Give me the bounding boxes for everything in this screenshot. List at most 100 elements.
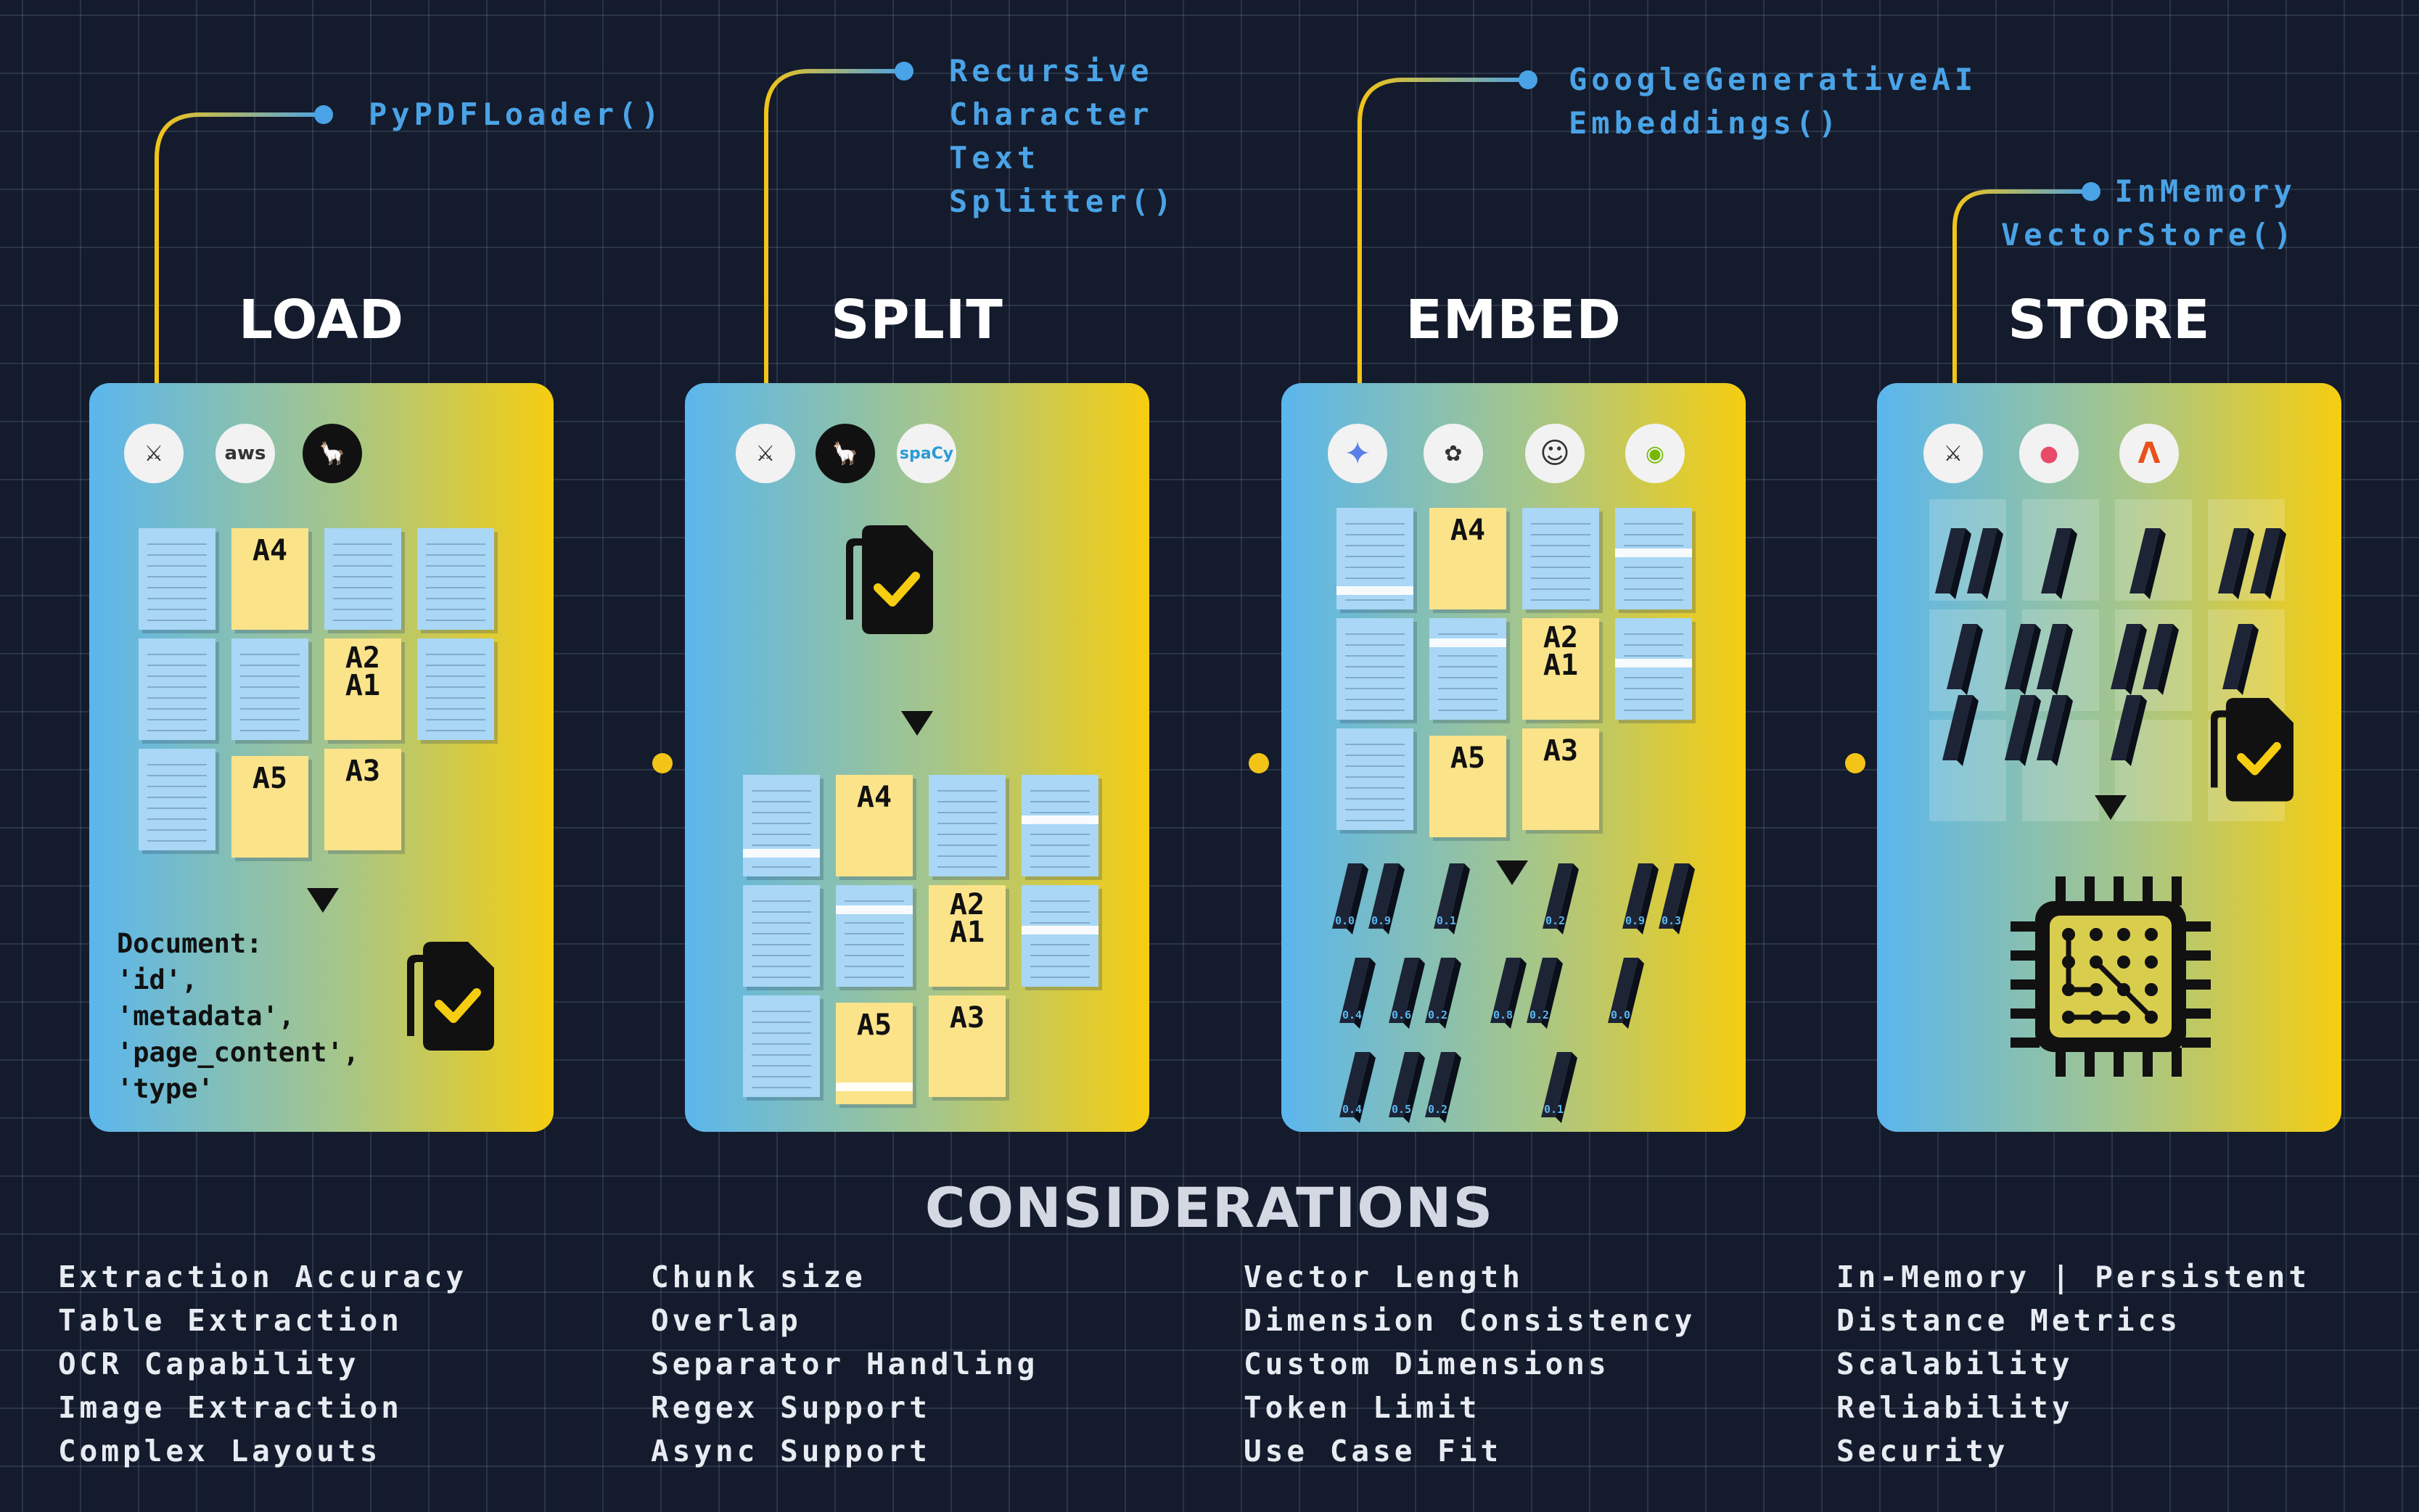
considerations-store: In-Memory | Persistent Distance Metrics … <box>1836 1255 2310 1473</box>
considerations-title: CONSIDERATIONS <box>924 1175 1495 1240</box>
vector-block: 0.1 <box>1541 1052 1577 1123</box>
page-thumbnail <box>929 775 1009 880</box>
page-thumbnail <box>417 528 498 633</box>
vector-block <box>2143 624 2179 695</box>
page-thumbnail: A4 <box>836 775 916 880</box>
connector-dot <box>652 753 673 773</box>
langchain-icon: ⚔ <box>124 424 184 483</box>
vector-block <box>2250 528 2286 599</box>
page-label: A4 <box>857 781 892 814</box>
page-thumbnail <box>1336 728 1417 834</box>
consideration-item: Separator Handling <box>651 1347 1039 1381</box>
page-label: A2 <box>950 888 985 921</box>
page-thumbnail <box>1522 508 1603 613</box>
anthropic-icon: Λ <box>2119 424 2179 483</box>
page-thumbnail <box>417 638 498 744</box>
api-label-store: InMemory VectorStore() <box>2001 173 2296 252</box>
openai-icon: ✿ <box>1424 424 1483 483</box>
nvidia-icon: ◉ <box>1625 424 1685 483</box>
document-schema-label: Document: 'id', 'metadata', 'page_conten… <box>117 928 360 1104</box>
page-thumbnail: A5 <box>231 756 312 861</box>
vector-block <box>2218 528 2254 599</box>
leader-line <box>1358 78 1528 403</box>
page-thumbnail: A5 <box>1429 736 1510 841</box>
leader-dot <box>1519 70 1537 89</box>
vector-value: 0.9 <box>1625 914 1645 927</box>
page-thumbnail <box>1022 775 1102 880</box>
page-thumbnail <box>139 749 219 854</box>
vector-value: 0.9 <box>1371 914 1391 927</box>
page-thumbnail: A3 <box>324 749 405 854</box>
page-label: A1 <box>345 669 380 702</box>
vector-block <box>2130 528 2166 599</box>
langchain-icon: ⚔ <box>1923 424 1983 483</box>
page-thumbnail <box>1615 618 1696 723</box>
consideration-item: Reliability <box>1836 1390 2074 1425</box>
vector-block <box>1947 624 1983 695</box>
page-thumbnail <box>1336 618 1417 723</box>
vector-db-icon: ● <box>2019 424 2079 483</box>
leader-dot <box>895 62 913 81</box>
down-arrow-icon <box>901 711 933 736</box>
consideration-item: Token Limit <box>1244 1390 1481 1425</box>
vector-block <box>2037 624 2073 695</box>
vector-value: 0.1 <box>1437 914 1456 927</box>
down-arrow-icon <box>307 888 339 913</box>
leader-dot <box>314 105 333 124</box>
page-thumbnail <box>139 638 219 744</box>
vector-block: 0.1 <box>1434 863 1470 934</box>
page-label: A1 <box>1543 649 1578 682</box>
consideration-item: Extraction Accuracy <box>58 1260 467 1294</box>
consideration-item: Use Case Fit <box>1244 1434 1503 1468</box>
consideration-item: Complex Layouts <box>58 1434 382 1468</box>
stage-title-store: STORE <box>2008 289 2211 351</box>
gemini-icon: ✦ <box>1328 424 1387 483</box>
page-label: A5 <box>252 762 287 795</box>
stage-title-load: LOAD <box>238 289 405 351</box>
vector-value: 0.3 <box>1662 914 1681 927</box>
page-thumbnail <box>1336 508 1417 613</box>
vector-block: 0.3 <box>1659 863 1695 934</box>
down-arrow-icon <box>2095 795 2127 820</box>
page-thumbnail <box>1429 618 1510 723</box>
vector-block <box>2222 624 2259 695</box>
langchain-icon: ⚔ <box>736 424 795 483</box>
vector-block <box>2111 624 2147 695</box>
aws-icon: aws <box>215 424 275 483</box>
page-label: A2 <box>345 641 380 675</box>
vector-block: 0.2 <box>1425 1052 1461 1123</box>
vector-block <box>2037 695 2073 766</box>
vector-block <box>1935 528 1971 599</box>
page-label: A5 <box>1450 741 1485 775</box>
stage-card-load: ⚔ aws 🦙 Document: 'id', 'metadata', 'pag… <box>89 383 554 1132</box>
stage-title-split: SPLIT <box>831 289 1003 351</box>
chip-icon <box>2011 876 2211 1077</box>
page-thumbnail <box>743 775 824 880</box>
vector-block <box>2005 695 2041 766</box>
consideration-item: Vector Length <box>1244 1260 1524 1294</box>
consideration-item: Async Support <box>651 1434 931 1468</box>
page-label: A2 <box>1543 621 1578 654</box>
vector-block: 0.9 <box>1368 863 1405 934</box>
page-label: A5 <box>857 1008 892 1042</box>
page-thumbnail <box>324 528 405 633</box>
card-illustration <box>1929 499 2293 1077</box>
vector-value: 0.8 <box>1493 1008 1513 1022</box>
page-label: A3 <box>1543 734 1578 768</box>
page-label: A1 <box>950 916 985 949</box>
consideration-item: In-Memory | Persistent <box>1836 1260 2311 1294</box>
consideration-item: Custom Dimensions <box>1244 1347 1610 1381</box>
page-thumbnail <box>743 885 824 990</box>
vector-block: 0.9 <box>1622 863 1659 934</box>
vector-value: 0.4 <box>1342 1103 1362 1116</box>
vector-block: 0.2 <box>1527 958 1563 1029</box>
spacy-icon: spaCy <box>897 424 956 483</box>
leader-dot <box>2082 182 2100 201</box>
huggingface-icon: ☺ <box>1525 424 1585 483</box>
